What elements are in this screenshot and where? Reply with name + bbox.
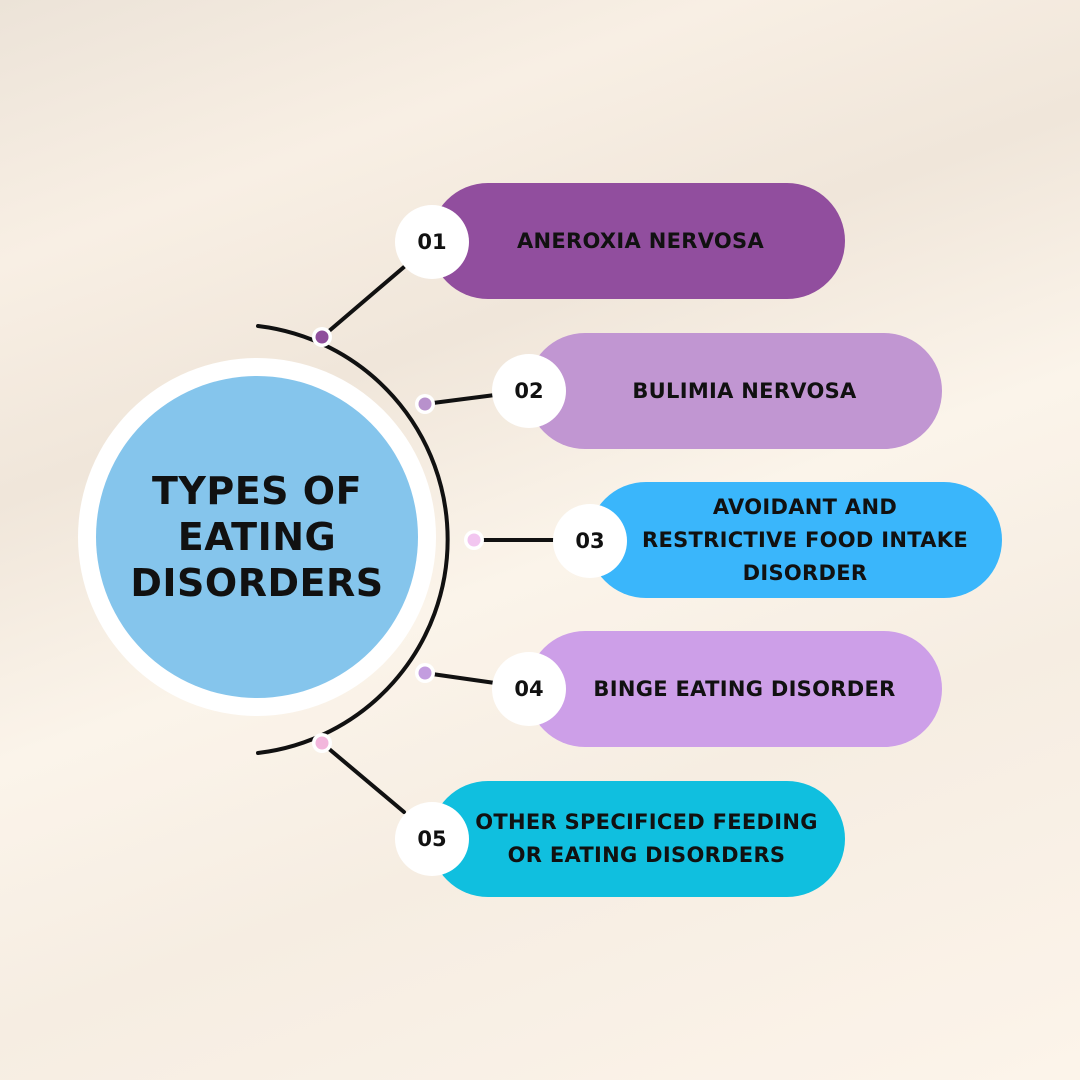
connector-dot-01-fill bbox=[315, 330, 329, 344]
connector-line-05 bbox=[320, 741, 406, 814]
item-pill-04: BINGE EATING DISORDER bbox=[527, 631, 942, 747]
connector-line-01 bbox=[320, 265, 406, 339]
item-pill-03: AVOIDANT AND RESTRICTIVE FOOD INTAKE DIS… bbox=[588, 482, 1002, 598]
item-label-05: OTHER SPECIFICED FEEDING OR EATING DISOR… bbox=[475, 810, 818, 867]
connector-dot-05-fill bbox=[315, 736, 329, 750]
connector-dot-03-fill bbox=[467, 533, 481, 547]
connector-arc bbox=[256, 324, 450, 755]
item-number-badge-01: 01 bbox=[395, 205, 469, 279]
item-number-badge-04: 04 bbox=[492, 652, 566, 726]
item-label-04: BINGE EATING DISORDER bbox=[593, 676, 896, 701]
item-number-badge-03: 03 bbox=[553, 504, 627, 578]
connector-line-02 bbox=[423, 393, 497, 406]
connector-dot-04-fill bbox=[418, 666, 432, 680]
center-circle: TYPES OF EATING DISORDERS bbox=[96, 376, 418, 698]
item-label-03: AVOIDANT AND RESTRICTIVE FOOD INTAKE DIS… bbox=[641, 494, 969, 585]
connector-dot-02-fill bbox=[418, 397, 432, 411]
item-pill-02: BULIMIA NERVOSA bbox=[527, 333, 942, 449]
item-number-badge-05: 05 bbox=[395, 802, 469, 876]
item-label-01: ANEROXIA NERVOSA bbox=[516, 228, 765, 253]
connector-line-04 bbox=[423, 671, 497, 685]
item-label-02: BULIMIA NERVOSA bbox=[632, 378, 857, 403]
diagram-title: TYPES OF EATING DISORDERS bbox=[130, 469, 384, 605]
item-number-badge-02: 02 bbox=[492, 354, 566, 428]
item-pill-05: OTHER SPECIFICED FEEDING OR EATING DISOR… bbox=[430, 781, 845, 897]
item-pill-01: ANEROXIA NERVOSA bbox=[430, 183, 845, 299]
